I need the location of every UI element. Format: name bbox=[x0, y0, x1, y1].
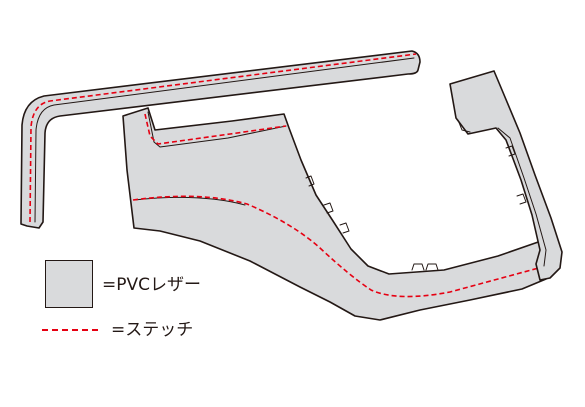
console-side-panel-lower-stitch bbox=[132, 195, 553, 298]
console-side-panel-clip-3 bbox=[339, 222, 350, 234]
stitch-sample-line bbox=[42, 329, 98, 331]
dash-trim-strip-stitch bbox=[29, 53, 417, 223]
pvc-leather-label: =PVCレザー bbox=[102, 275, 201, 295]
console-side-panel-top-stitch bbox=[144, 113, 287, 145]
right-frame-clip-1 bbox=[516, 193, 527, 205]
stitch-label: =ステッチ bbox=[111, 320, 194, 340]
dash-trim-strip-body bbox=[20, 50, 421, 229]
console-side-panel-clip-1 bbox=[305, 175, 315, 187]
right-frame-clip-3 bbox=[425, 263, 439, 271]
console-side-panel-top-edge bbox=[147, 111, 287, 148]
right-frame-part bbox=[411, 70, 563, 281]
right-frame-inner-edge bbox=[497, 127, 547, 267]
right-frame-notch bbox=[457, 119, 471, 133]
console-side-panel-clip-2 bbox=[323, 202, 334, 214]
pvc-leather-swatch bbox=[45, 260, 93, 308]
dash-trim-strip-part bbox=[20, 50, 421, 229]
right-frame-clip-2 bbox=[411, 263, 425, 271]
right-frame-body bbox=[449, 70, 563, 281]
dash-trim-strip-inner-edge bbox=[34, 57, 415, 223]
console-side-panel-crease bbox=[133, 196, 246, 206]
right-frame-tab bbox=[505, 145, 516, 157]
